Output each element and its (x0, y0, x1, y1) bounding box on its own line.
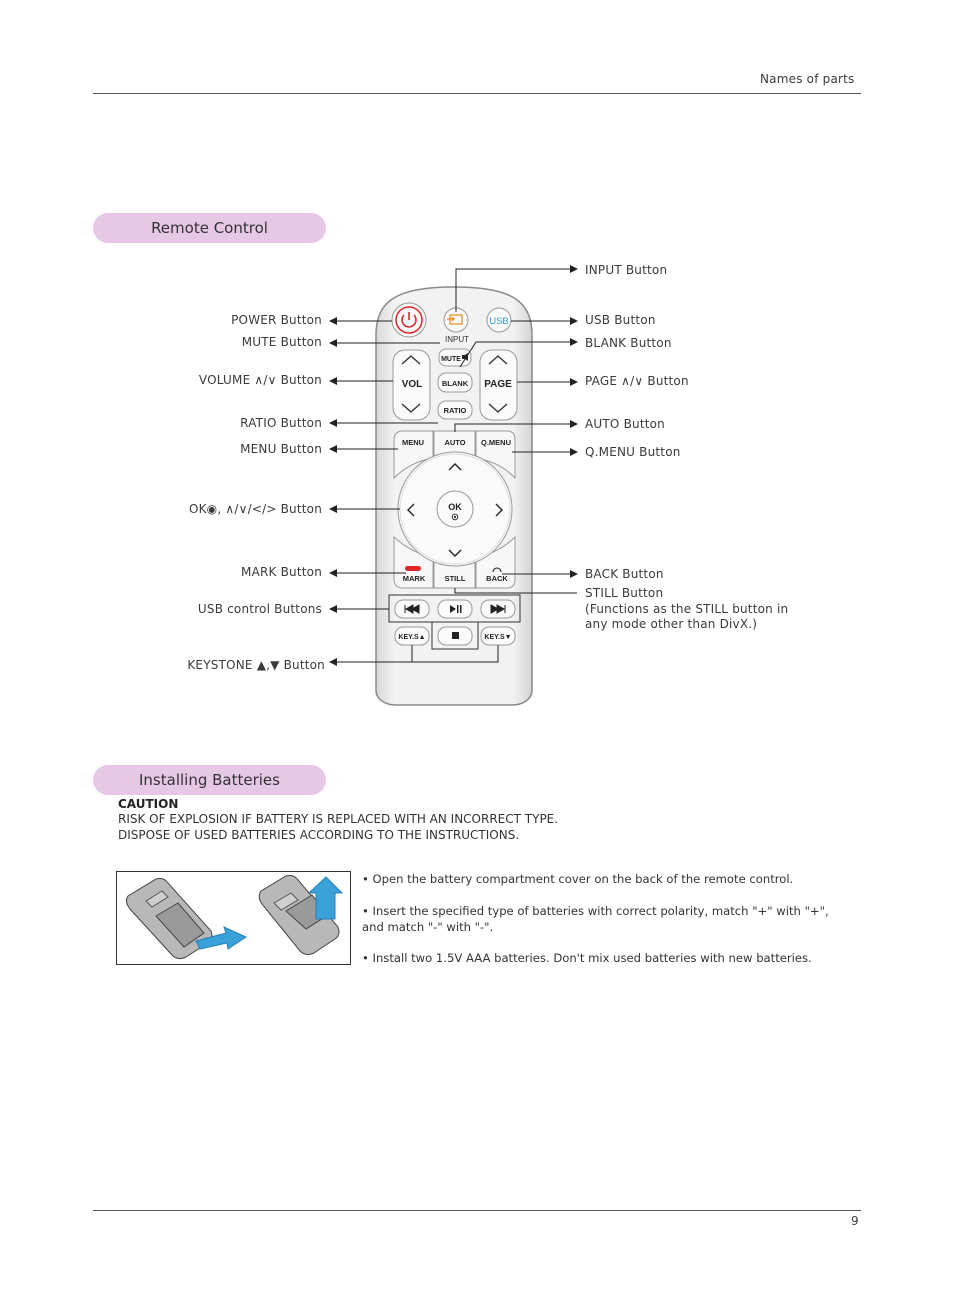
remote-diagram: INPUT USB VOL PAGE MUTE BLANK RATIO MENU… (329, 265, 578, 706)
keystone-down-button[interactable]: KEY.S▼ (480, 626, 516, 646)
right-arrow-icon (495, 503, 503, 517)
header-rule (93, 93, 861, 94)
label-qmenu: Q.MENU Button (585, 445, 681, 459)
key-blank: BLANK (442, 379, 469, 388)
key-auto: AUTO (444, 438, 465, 447)
menu-button[interactable]: MENU (393, 430, 434, 480)
next-button[interactable] (480, 599, 516, 619)
label-mute: MUTE Button (241, 335, 322, 349)
key-vol: VOL (402, 379, 423, 390)
ok-button[interactable]: OK (436, 490, 474, 528)
page-number: 9 (851, 1214, 859, 1228)
label-menu: MENU Button (240, 442, 322, 456)
battery-instruction-2b: and match "-" with "-". (362, 920, 494, 934)
mute-icon (462, 353, 468, 361)
installing-batteries-title: Installing Batteries (139, 771, 280, 789)
remote-control-title: Remote Control (151, 219, 268, 237)
slide-arrow-icon (195, 926, 248, 950)
usb-button[interactable]: USB (486, 307, 512, 333)
battery-instruction-3: • Install two 1.5V AAA batteries. Don't … (362, 951, 812, 965)
label-still: STILL Button (585, 586, 664, 600)
section-header: Names of parts (760, 72, 855, 86)
label-still-note-2: any mode other than DivX.) (585, 617, 758, 631)
play-pause-button[interactable] (437, 599, 473, 619)
left-leader-lines (329, 317, 499, 666)
up-arrow-icon (448, 463, 462, 471)
power-button[interactable] (391, 302, 427, 338)
key-usb: USB (489, 316, 509, 327)
remote-control-heading: Remote Control (93, 213, 326, 243)
down-arrow-icon (448, 549, 462, 557)
footer-rule (93, 1210, 861, 1211)
key-mark: MARK (403, 574, 426, 583)
battery-instruction-2a: • Insert the specified type of batteries… (362, 904, 829, 918)
key-keystone-up: KEY.S▲ (398, 634, 425, 641)
label-ok: OK◉, ∧/∨/</> Button (188, 502, 322, 516)
label-mark: MARK Button (241, 565, 322, 579)
stop-button[interactable] (437, 626, 473, 646)
key-mute: MUTE (441, 356, 461, 363)
label-input: INPUT Button (585, 263, 668, 277)
caution-line-1: RISK OF EXPLOSION IF BATTERY IS REPLACED… (118, 812, 559, 826)
blank-button[interactable]: BLANK (437, 372, 473, 393)
right-leader-lines (454, 265, 578, 594)
left-arrow-icon (407, 503, 415, 517)
keystone-up-button[interactable]: KEY.S▲ (394, 626, 430, 646)
key-page: PAGE (484, 379, 512, 390)
key-still: STILL (445, 574, 466, 583)
installing-batteries-heading: Installing Batteries (93, 765, 326, 795)
key-input: INPUT (445, 335, 469, 344)
label-back: BACK Button (585, 567, 664, 581)
key-keystone-down: KEY.S▼ (484, 634, 511, 641)
ratio-button[interactable]: RATIO (437, 400, 473, 420)
key-qmenu: Q.MENU (481, 438, 511, 447)
battery-illustration (116, 871, 351, 965)
lift-arrow-icon (307, 876, 344, 920)
label-still-note-1: (Functions as the STILL button in (585, 602, 789, 616)
label-usb: USB Button (585, 313, 656, 327)
caution-title: CAUTION (118, 797, 179, 811)
label-ratio: RATIO Button (240, 416, 322, 430)
label-volume: VOLUME ∧/∨ Button (198, 373, 322, 387)
label-page: PAGE ∧/∨ Button (585, 374, 689, 388)
page-rocker[interactable]: PAGE (479, 349, 518, 421)
back-icon (492, 567, 502, 573)
mark-button[interactable]: MARK (393, 535, 434, 589)
key-ok: OK (448, 502, 462, 512)
input-button[interactable] (443, 307, 469, 333)
label-power: POWER Button (231, 313, 322, 327)
label-usb-control: USB control Buttons (197, 602, 322, 616)
key-back: BACK (486, 574, 508, 583)
label-keystone: KEYSTONE ▲,▼ Button (187, 658, 325, 672)
caution-line-2: DISPOSE OF USED BATTERIES ACCORDING TO T… (118, 828, 520, 842)
label-auto: AUTO Button (585, 417, 665, 431)
previous-button[interactable] (394, 599, 430, 619)
volume-rocker[interactable]: VOL (392, 349, 431, 421)
key-menu: MENU (402, 438, 424, 447)
battery-instruction-1: • Open the battery compartment cover on … (362, 872, 794, 886)
caution-block: CAUTION RISK OF EXPLOSION IF BATTERY IS … (118, 797, 558, 843)
remote-back-illustration-1 (125, 878, 213, 960)
qmenu-button[interactable]: Q.MENU (475, 430, 516, 480)
key-ratio: RATIO (444, 406, 467, 415)
label-blank: BLANK Button (585, 336, 672, 350)
